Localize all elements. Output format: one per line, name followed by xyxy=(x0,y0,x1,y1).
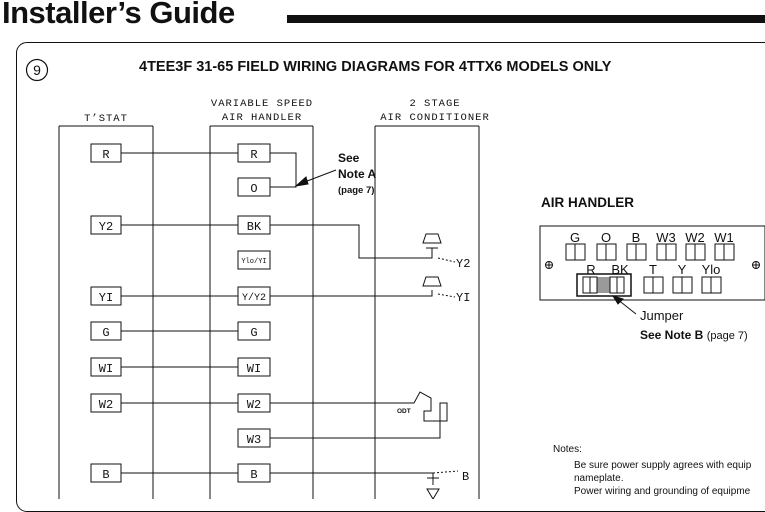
bk-to-y2-wire xyxy=(270,224,433,259)
page-title: Installer’s Guide xyxy=(2,0,235,30)
title-rule xyxy=(287,15,765,23)
ah-terminal-ylo xyxy=(237,250,271,270)
board-top-label-w1: W1 xyxy=(714,230,734,245)
note-a-line1: See xyxy=(338,151,360,165)
w2-odt-loop xyxy=(270,391,448,439)
y2-contact xyxy=(422,233,442,244)
note-a-line2: Note A xyxy=(338,167,377,181)
ac-label-b: B xyxy=(462,470,469,484)
yi-contact xyxy=(422,276,442,287)
ah-label-bk: BK xyxy=(247,220,262,234)
note-item: Be sure power supply agrees with equip n… xyxy=(574,459,765,485)
tstat-label-y2: Y2 xyxy=(99,220,113,234)
field-wires xyxy=(121,152,238,474)
board-bottom-label-y: Y xyxy=(678,262,687,277)
board-bottom-label-t: T xyxy=(649,262,657,277)
step-badge xyxy=(25,58,49,82)
ah-label-w2: W2 xyxy=(247,398,261,412)
notes-list: Be sure power supply agrees with equip n… xyxy=(557,459,765,498)
notes-heading: Notes: xyxy=(553,444,582,455)
jumper-label: Jumper xyxy=(640,308,684,323)
ah-label-w3: W3 xyxy=(247,433,261,447)
board-screw-right xyxy=(752,261,760,269)
ah-label-r: R xyxy=(250,148,257,162)
tstat-label-r: R xyxy=(102,148,109,162)
note-a-line3: (page 7) xyxy=(338,185,374,196)
yy2-to-yi-wire xyxy=(270,290,433,297)
ac-header-line2: AIR CONDITIONER xyxy=(380,112,490,124)
board-top-label-g: G xyxy=(570,230,580,245)
tstat-header: T’STAT xyxy=(84,113,128,125)
tstat-label-b: B xyxy=(102,468,109,482)
board-bottom-terminals xyxy=(582,276,722,294)
wiring-diagram: 9 4TEE3F 31-65 FIELD WIRING DIAGRAMS FOR… xyxy=(25,58,765,499)
r-o-bracket xyxy=(270,152,297,188)
odt-label: ODT xyxy=(397,408,411,415)
ac-column xyxy=(374,125,480,499)
board-top-label-w3: W3 xyxy=(656,230,676,245)
board-bottom-label-ylo: Ylo xyxy=(702,262,721,277)
tstat-label-w2: W2 xyxy=(99,398,113,412)
b-wire xyxy=(270,472,434,485)
ah-label-yy2: Y/Y2 xyxy=(242,292,266,304)
ah-label-wi: WI xyxy=(247,362,261,376)
board-top-label-w2: W2 xyxy=(685,230,705,245)
note-b-label: See Note B (page 7) xyxy=(640,328,748,342)
tstat-label-g: G xyxy=(102,326,109,340)
ac-label-yi: YI xyxy=(456,291,470,305)
ac-label-y2: Y2 xyxy=(456,257,470,271)
air-handler-header-line1: VARIABLE SPEED xyxy=(211,98,313,110)
tstat-label-yi: YI xyxy=(99,291,113,305)
air-handler-board xyxy=(539,225,765,301)
air-handler-column xyxy=(209,125,314,499)
board-top-terminals xyxy=(565,243,735,261)
board-top-label-o: O xyxy=(601,230,611,245)
board-screw-left xyxy=(545,261,553,269)
tstat-column xyxy=(58,125,154,499)
tstat-label-wi: WI xyxy=(99,362,113,376)
ah-label-ylo: Ylo/YI xyxy=(241,258,266,266)
board-bottom-label-r: R xyxy=(586,262,595,277)
board-top-label-b: B xyxy=(632,230,641,245)
ah-label-b: B xyxy=(250,468,257,482)
ah-label-g: G xyxy=(250,326,257,340)
jumper-block xyxy=(576,273,632,297)
air-handler-header-line2: AIR HANDLER xyxy=(222,112,302,124)
board-title: AIR HANDLER xyxy=(541,195,634,210)
diagram-title: 4TEE3F 31-65 FIELD WIRING DIAGRAMS FOR 4… xyxy=(139,59,612,75)
ac-header-line1: 2 STAGE xyxy=(409,98,460,110)
note-a-arrow xyxy=(294,169,337,187)
ah-label-o: O xyxy=(250,182,257,196)
note-item: Power wiring and grounding of equipme xyxy=(574,485,765,498)
step-number: 9 xyxy=(33,62,41,78)
b-contact xyxy=(426,488,440,499)
board-bottom-label-bk: BK xyxy=(611,262,629,277)
